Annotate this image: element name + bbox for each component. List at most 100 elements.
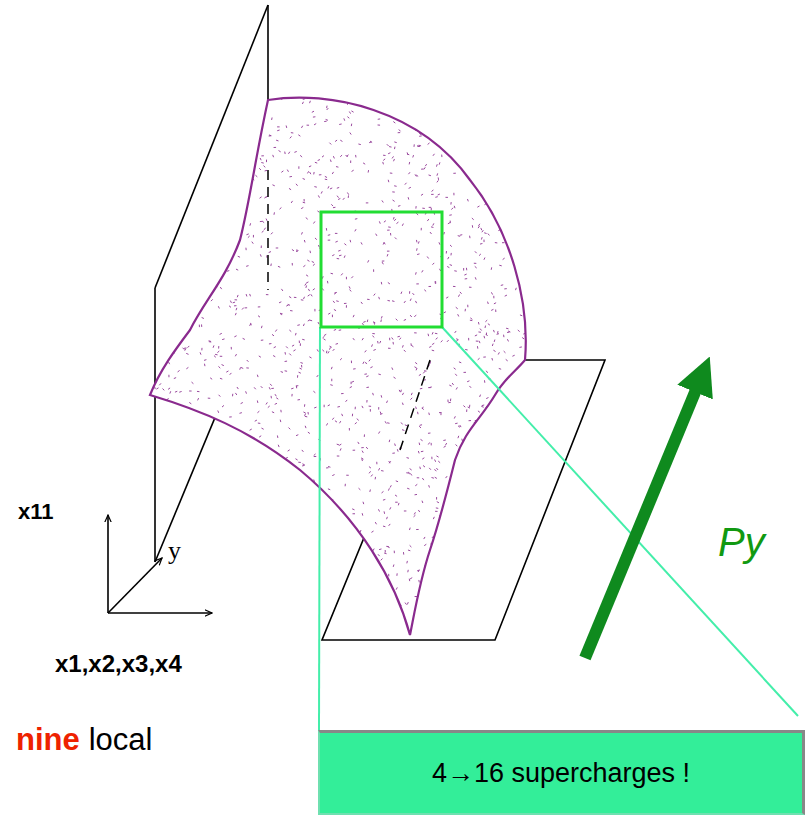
stipple-dot bbox=[493, 419, 495, 420]
stipple-dot bbox=[364, 599, 366, 601]
stipple-dot bbox=[355, 407, 356, 409]
stipple-dot bbox=[483, 523, 485, 524]
stipple-dot bbox=[484, 183, 486, 185]
stipple-dot bbox=[198, 461, 200, 463]
stipple-dot bbox=[217, 351, 219, 353]
stipple-dot bbox=[262, 221, 264, 223]
stipple-dot bbox=[302, 339, 304, 341]
stipple-dot bbox=[435, 477, 437, 478]
stipple-dot bbox=[466, 121, 468, 123]
stipple-dot bbox=[526, 148, 528, 150]
stipple-dot bbox=[351, 574, 352, 576]
stipple-dot bbox=[248, 125, 250, 126]
stipple-dot bbox=[522, 433, 524, 435]
stipple-dot bbox=[298, 166, 299, 168]
stipple-dot bbox=[334, 293, 336, 295]
stipple-dot bbox=[259, 582, 261, 584]
stipple-dot bbox=[503, 335, 504, 337]
stipple-dot bbox=[236, 269, 238, 270]
stipple-dot bbox=[325, 179, 327, 180]
stipple-dot bbox=[446, 501, 448, 503]
stipple-dot bbox=[185, 302, 187, 303]
stipple-dot bbox=[217, 450, 219, 452]
stipple-dot bbox=[499, 447, 501, 449]
stipple-dot bbox=[192, 256, 193, 258]
stipple-dot bbox=[307, 482, 309, 483]
membrane-stipple bbox=[149, 95, 532, 641]
stipple-dot bbox=[245, 438, 247, 440]
stipple-dot bbox=[493, 532, 495, 534]
stipple-dot bbox=[484, 232, 486, 234]
stipple-dot bbox=[301, 365, 302, 367]
stipple-dot bbox=[520, 427, 522, 428]
stipple-dot bbox=[217, 522, 218, 524]
stipple-dot bbox=[487, 599, 489, 601]
stipple-dot bbox=[270, 490, 272, 492]
stipple-dot bbox=[249, 545, 251, 547]
stipple-dot bbox=[469, 493, 471, 495]
stipple-dot bbox=[452, 110, 454, 112]
stipple-dot bbox=[324, 121, 326, 122]
stipple-dot bbox=[332, 418, 334, 420]
stipple-dot bbox=[203, 541, 205, 543]
stipple-dot bbox=[482, 537, 483, 539]
stipple-dot bbox=[404, 301, 406, 303]
stipple-dot bbox=[450, 399, 451, 401]
stipple-dot bbox=[232, 229, 234, 231]
stipple-dot bbox=[489, 102, 490, 104]
stipple-dot bbox=[497, 638, 498, 640]
stipple-dot bbox=[522, 337, 524, 339]
stipple-dot bbox=[261, 326, 263, 328]
stipple-dot bbox=[359, 619, 360, 621]
stipple-dot bbox=[410, 398, 412, 400]
stipple-dot bbox=[303, 412, 305, 413]
stipple-dot bbox=[507, 339, 508, 341]
stipple-dot bbox=[187, 120, 189, 121]
stipple-dot bbox=[153, 152, 155, 154]
stipple-dot bbox=[208, 102, 210, 103]
stipple-dot bbox=[284, 493, 285, 495]
stipple-dot bbox=[373, 349, 375, 351]
stipple-dot bbox=[466, 101, 467, 103]
stipple-dot bbox=[494, 487, 496, 488]
stipple-dot bbox=[498, 352, 499, 354]
stipple-dot bbox=[222, 267, 224, 268]
stipple-dot bbox=[433, 111, 434, 113]
stipple-dot bbox=[418, 241, 420, 243]
stipple-dot bbox=[314, 456, 316, 457]
stipple-dot bbox=[189, 402, 191, 403]
stipple-dot bbox=[154, 251, 156, 252]
stipple-dot bbox=[245, 562, 247, 563]
stipple-dot bbox=[260, 197, 262, 198]
stipple-dot bbox=[234, 305, 236, 306]
stipple-dot bbox=[224, 167, 226, 169]
stipple-dot bbox=[350, 387, 352, 388]
stipple-dot bbox=[222, 103, 223, 105]
stipple-dot bbox=[298, 462, 300, 463]
stipple-dot bbox=[329, 143, 331, 145]
stipple-dot bbox=[164, 493, 166, 494]
stipple-dot bbox=[267, 476, 268, 478]
stipple-dot bbox=[338, 198, 340, 199]
stipple-dot bbox=[494, 303, 496, 304]
stipple-dot bbox=[389, 461, 391, 463]
stipple-dot bbox=[250, 429, 252, 430]
stipple-dot bbox=[210, 560, 212, 561]
stipple-dot bbox=[528, 487, 530, 489]
stipple-dot bbox=[382, 260, 384, 261]
stipple-dot bbox=[452, 383, 453, 385]
stipple-dot bbox=[238, 600, 240, 601]
stipple-dot bbox=[517, 214, 519, 215]
stipple-dot bbox=[276, 247, 278, 248]
stipple-dot bbox=[408, 472, 410, 474]
stipple-dot bbox=[278, 616, 280, 618]
stipple-dot bbox=[456, 150, 458, 152]
stipple-dot bbox=[185, 496, 187, 498]
stipple-dot bbox=[331, 273, 333, 275]
stipple-dot bbox=[337, 258, 339, 259]
stipple-dot bbox=[289, 354, 291, 356]
stipple-dot bbox=[174, 470, 176, 472]
stipple-dot bbox=[367, 320, 369, 322]
stipple-dot bbox=[203, 586, 205, 588]
stipple-dot bbox=[393, 159, 395, 161]
